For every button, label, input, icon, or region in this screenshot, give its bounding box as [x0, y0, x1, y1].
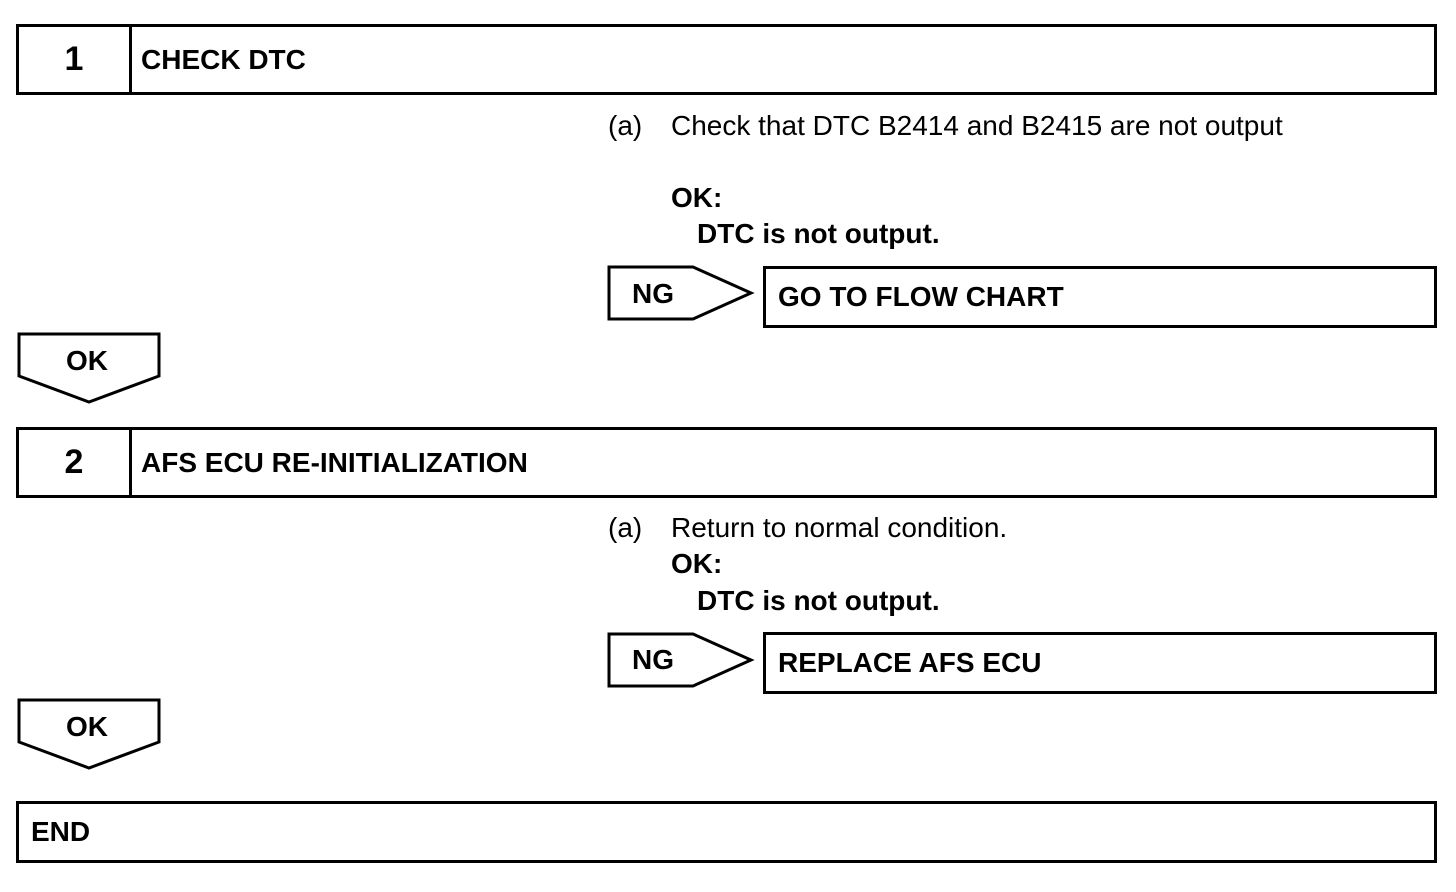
step-1-ok-arrow	[17, 332, 161, 404]
step-1-ng-arrow	[607, 265, 755, 321]
step-2-box: 2 AFS ECU RE-INITIALIZATION	[16, 427, 1437, 498]
step-1-number: 1	[19, 27, 132, 92]
end-label: END	[31, 816, 91, 847]
step-1-box: 1 CHECK DTC	[16, 24, 1437, 95]
step-2-ok-arrow	[17, 698, 161, 770]
step-1-ng-result-box: GO TO FLOW CHART	[763, 266, 1437, 328]
step-1-ok-label: OK:	[671, 182, 723, 213]
step-2-instruction-marker: (a)	[608, 512, 643, 543]
step-2-instruction: Return to normal condition.	[671, 512, 1008, 543]
step-1-ok-detail: DTC is not output.	[697, 218, 940, 249]
step-2-ok-detail: DTC is not output.	[697, 585, 940, 616]
step-2-ng-result: REPLACE AFS ECU	[778, 647, 1042, 678]
step-1-instruction-marker: (a)	[608, 110, 643, 141]
step-2-ok-label: OK:	[671, 548, 723, 579]
step-2-ng-arrow	[607, 632, 755, 688]
step-1-ng-label: NG	[632, 278, 674, 309]
step-2-ok-arrow-label: OK	[66, 711, 108, 742]
step-1-ok-arrow-label: OK	[66, 345, 108, 376]
step-2-title: AFS ECU RE-INITIALIZATION	[141, 446, 528, 478]
step-1-ng-result: GO TO FLOW CHART	[778, 281, 1064, 312]
step-1-title: CHECK DTC	[141, 43, 306, 75]
step-2-ng-label: NG	[632, 644, 674, 675]
step-2-number: 2	[19, 430, 132, 495]
end-box: END	[16, 801, 1437, 863]
step-1-instruction: Check that DTC B2414 and B2415 are not o…	[671, 110, 1283, 141]
step-2-ng-result-box: REPLACE AFS ECU	[763, 632, 1437, 694]
